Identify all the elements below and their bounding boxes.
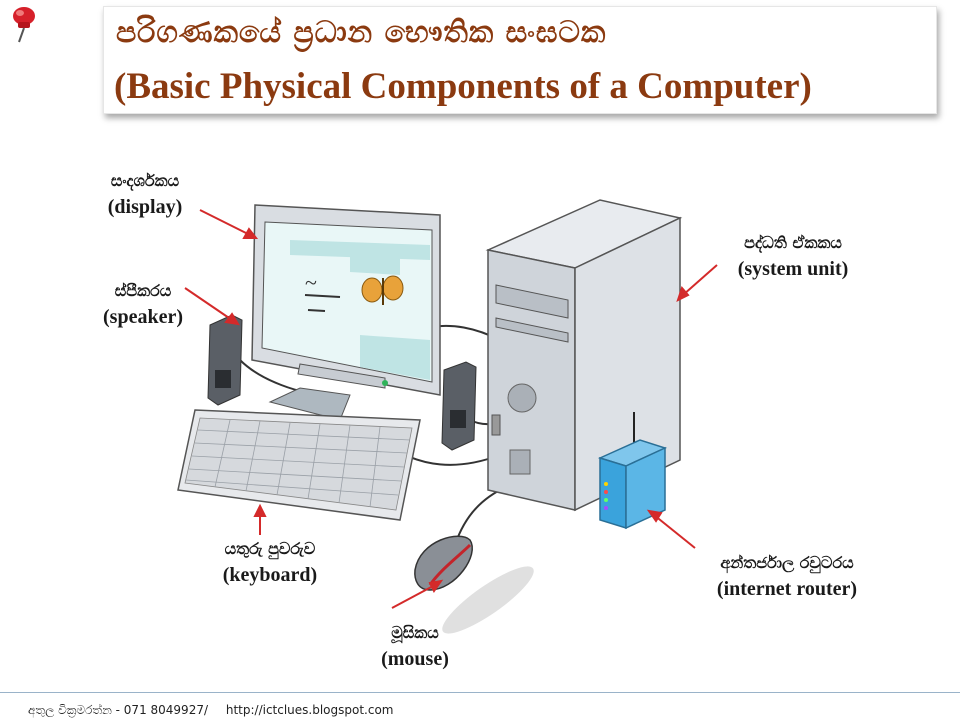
footer-divider xyxy=(0,692,960,693)
internet-router xyxy=(597,412,668,530)
label-system-unit-sinhala: පද්ධති ඒකකය xyxy=(744,233,842,252)
label-speaker: ස්පීකරය (speaker) xyxy=(82,278,204,330)
label-router-sinhala: අන්තර්ජාල රවුටරය xyxy=(720,553,854,572)
label-router-english: (internet router) xyxy=(716,578,858,600)
speaker-right xyxy=(441,361,477,451)
label-display: සංදර්ශකය (display) xyxy=(84,168,206,220)
label-speaker-sinhala: ස්පීකරය xyxy=(114,281,172,300)
label-mouse-sinhala: මූසිකය xyxy=(391,623,439,642)
label-keyboard-english: (keyboard) xyxy=(222,564,318,586)
butterfly-icon xyxy=(361,275,404,305)
svg-text:~: ~ xyxy=(305,270,317,295)
display-monitor: ~ xyxy=(251,204,441,421)
footer: අතුල වික්‍රමරත්න - 071 8049927/ http://i… xyxy=(28,703,394,718)
label-speaker-english: (speaker) xyxy=(103,306,183,328)
label-mouse-english: (mouse) xyxy=(381,648,449,670)
title-box: පරිගණකයේ ප්‍රධාන භෞතික සංඝටක (Basic Phys… xyxy=(103,6,937,114)
speaker-left xyxy=(207,314,243,406)
label-keyboard: යතුරු පුවරුව (keyboard) xyxy=(190,536,350,588)
footer-author: අතුල වික්‍රමරත්න - 071 8049927/ xyxy=(28,703,209,717)
keyboard xyxy=(177,409,421,521)
footer-url-link[interactable]: http://ictclues.blogspot.com xyxy=(225,703,394,717)
label-mouse: මූසිකය (mouse) xyxy=(360,620,470,672)
system-unit xyxy=(485,199,683,512)
label-display-english: (display) xyxy=(107,196,183,218)
title-sinhala: පරිගණකයේ ප්‍රධාන භෞතික සංඝටක xyxy=(116,15,607,50)
label-router: අන්තර්ජාල රවුටරය (internet router) xyxy=(680,550,894,602)
title-english: (Basic Physical Components of a Computer… xyxy=(114,66,812,107)
label-system-unit-english: (system unit) xyxy=(737,258,849,280)
pushpin-icon xyxy=(13,7,35,43)
label-system-unit: පද්ධති ඒකකය (system unit) xyxy=(706,230,880,282)
mouse xyxy=(414,535,534,634)
label-display-sinhala: සංදර්ශකය xyxy=(110,171,180,190)
label-keyboard-sinhala: යතුරු පුවරුව xyxy=(224,539,316,558)
